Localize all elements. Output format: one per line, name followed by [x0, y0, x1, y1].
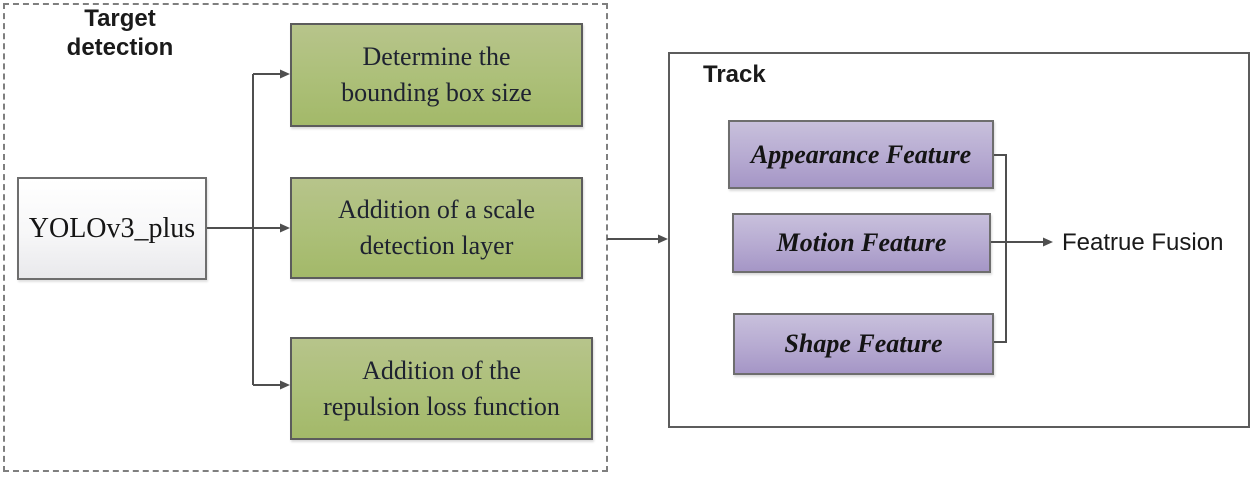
step-repulsion-loss-node: Addition of the repulsion loss function	[290, 337, 593, 440]
yolov3-plus-node: YOLOv3_plus	[17, 177, 207, 280]
shape-feature-node: Shape Feature	[733, 313, 994, 375]
step-scale-layer-node: Addition of a scale detection layer	[290, 177, 583, 279]
step-scale-layer-line1: Addition of a scale	[337, 195, 536, 224]
track-title: Track	[703, 61, 766, 88]
step-bounding-box-node: Determine the bounding box size	[290, 23, 583, 127]
step-repulsion-loss-line1: Addition of the	[362, 355, 521, 385]
feature-fusion-label: Featrue Fusion	[1062, 229, 1224, 256]
appearance-feature-node: Appearance Feature	[728, 120, 994, 189]
arrowhead-track-icon	[658, 234, 668, 244]
step-repulsion-loss-line2: repulsion loss function	[323, 391, 560, 421]
step-bounding-box-line1: Determine the	[362, 42, 511, 71]
motion-feature-node: Motion Feature	[732, 213, 991, 273]
step-bounding-box-line2: bounding box size	[341, 78, 532, 107]
step-scale-layer-line2: detection layer	[359, 231, 514, 260]
target-detection-title: Target detection	[66, 5, 174, 61]
